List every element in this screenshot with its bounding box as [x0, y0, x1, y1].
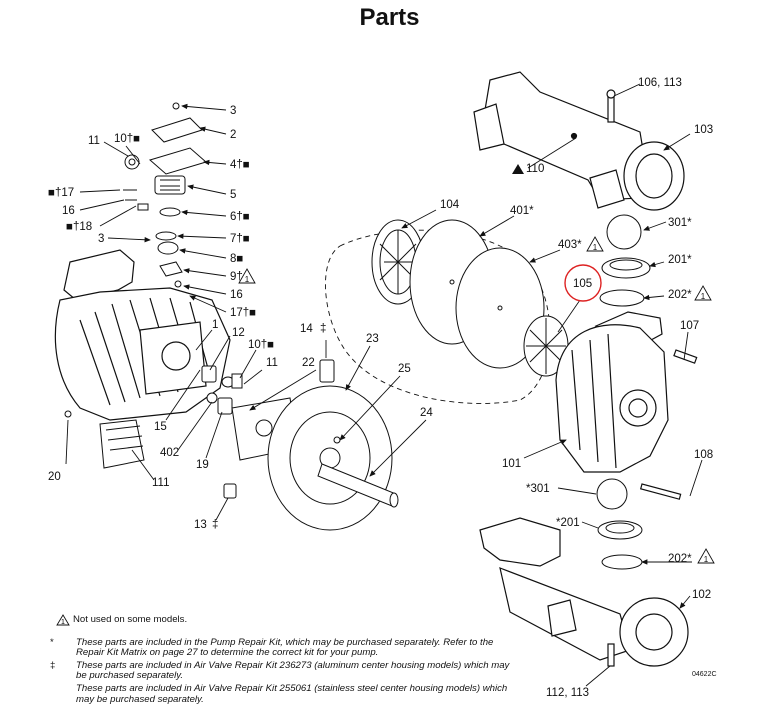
label-3-lower: 3 — [98, 233, 104, 245]
footnotes: 1 Not used on some models. * These parts… — [50, 614, 520, 707]
label-16-right: 16 — [230, 289, 243, 301]
warning-icon-mark: 1 — [593, 243, 598, 252]
label-14: 14 — [300, 323, 313, 335]
label-401: 401* — [510, 205, 534, 217]
square-note-text: These parts are included in Air Valve Re… — [76, 682, 508, 705]
label-13-mark: ‡ — [212, 519, 218, 531]
label-22: 22 — [302, 357, 315, 369]
label-14-mark: ‡ — [320, 323, 326, 335]
label-4: 4†■ — [230, 159, 250, 171]
label-112-113: 112, 113 — [546, 687, 589, 699]
note-dagger: ‡ These parts are included in Air Valve … — [50, 659, 520, 682]
label-104: 104 — [440, 199, 460, 211]
label-20: 20 — [48, 471, 61, 483]
leader-lines — [65, 83, 703, 687]
label-5: 5 — [230, 189, 236, 201]
note-square: These parts are included in Air Valve Re… — [50, 682, 520, 705]
label-105: 105 — [573, 278, 592, 290]
label-202-top: 202* — [668, 289, 692, 301]
label-108: 108 — [694, 449, 713, 461]
label-107: 107 — [680, 320, 699, 332]
label-301-bottom: *301 — [526, 483, 550, 495]
label-25: 25 — [398, 363, 411, 375]
label-13: 13 — [194, 519, 207, 531]
label-3: 3 — [230, 105, 236, 117]
warning-icon-mark: 1 — [701, 292, 706, 301]
label-15: 15 — [154, 421, 167, 433]
label-16-left: 16 — [62, 205, 75, 217]
label-202-bottom: 202* — [668, 553, 692, 565]
label-23: 23 — [366, 333, 379, 345]
label-110: 110 — [526, 163, 544, 175]
triangle-110-icon — [512, 164, 524, 174]
dagger-symbol: ‡ — [50, 659, 56, 671]
label-301-top: 301* — [668, 217, 692, 229]
label-403: 403* — [558, 239, 582, 251]
warning-icon-mark: 1 — [245, 275, 250, 284]
label-111: 111 — [152, 477, 169, 489]
star-symbol: * — [50, 636, 54, 648]
label-9: 9† — [230, 271, 243, 283]
label-106-113: 106, 113 — [638, 77, 682, 89]
label-2: 2 — [230, 129, 236, 141]
label-18: ■†18 — [66, 221, 92, 233]
warning-icon: 1 Not used on some models. — [56, 614, 187, 626]
check-valve-top — [599, 214, 651, 307]
note-star: * These parts are included in the Pump R… — [50, 636, 520, 659]
label-10-top: 10†■ — [114, 133, 140, 145]
air-valve-parts — [123, 102, 208, 288]
dagger-note-text: These parts are included in Air Valve Re… — [76, 659, 510, 682]
warning-icon-mark: 1 — [704, 555, 709, 564]
page-title: Parts — [359, 4, 420, 31]
label-11-mid: 11 — [266, 357, 278, 369]
label-19: 19 — [196, 459, 209, 471]
label-17-left: ■†17 — [48, 187, 74, 199]
inlet-manifold — [479, 517, 689, 667]
label-101: 101 — [502, 458, 521, 470]
label-402: 402 — [160, 447, 179, 459]
label-24: 24 — [420, 407, 433, 419]
label-102: 102 — [692, 589, 711, 601]
label-8: 8■ — [230, 253, 243, 265]
not-used-text: Not used on some models. — [73, 613, 188, 625]
check-valve-bottom — [596, 478, 643, 570]
center-housing-shaft — [231, 359, 399, 531]
star-note-text: These parts are included in the Pump Rep… — [76, 636, 494, 659]
label-201-bottom: *201 — [556, 517, 580, 529]
note-not-used: 1 Not used on some models. — [56, 614, 520, 630]
bearing-parts — [64, 365, 243, 499]
label-103: 103 — [694, 124, 713, 136]
outlet-manifold — [473, 71, 685, 211]
label-201-top: 201* — [668, 254, 692, 266]
label-7: 7†■ — [230, 233, 250, 245]
label-17-right: 17†■ — [230, 307, 256, 319]
drawing-code: 04622C — [692, 671, 717, 678]
warning-icon — [238, 236, 715, 564]
diaphragm-parts — [371, 219, 569, 377]
label-12: 12 — [232, 327, 245, 339]
svg-text:1: 1 — [61, 619, 65, 626]
label-6: 6†■ — [230, 211, 250, 223]
air-cover-left — [54, 249, 231, 421]
label-1: 1 — [212, 319, 218, 331]
label-10-mid: 10†■ — [248, 339, 274, 351]
highlight-circle-105 — [564, 264, 602, 302]
fluid-cover-right — [555, 311, 698, 500]
label-11-top: 11 — [88, 135, 100, 147]
